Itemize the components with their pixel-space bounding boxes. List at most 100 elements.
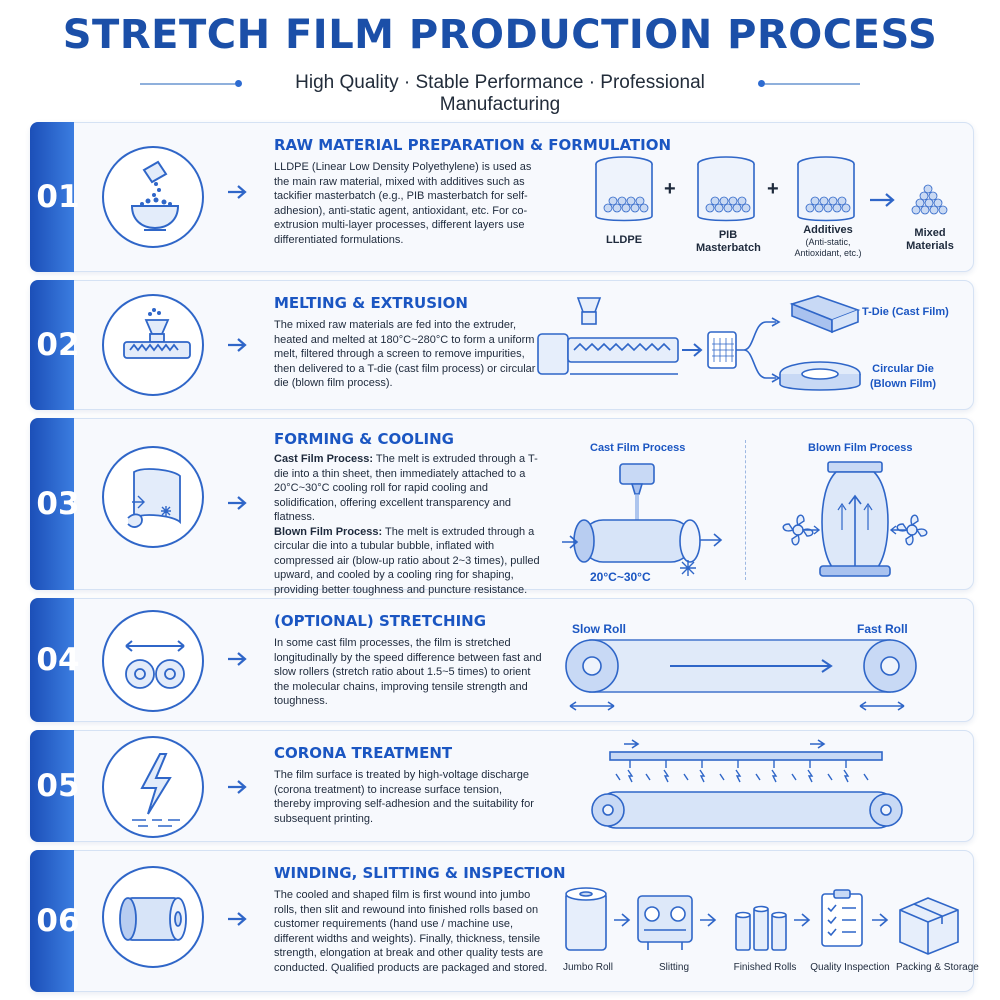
step-number: 05	[36, 768, 80, 804]
extruder-icon	[123, 308, 191, 359]
label-cast-film-process: Cast Film Process	[590, 442, 686, 454]
cast-film-label: Cast Film Process:	[274, 453, 374, 465]
finished-rolls-icon	[735, 905, 787, 951]
arrow-icon	[872, 913, 889, 927]
corona-diagram	[591, 739, 903, 829]
step-number-tab-02: 02	[30, 280, 80, 410]
step-icon-circle-06	[102, 866, 204, 968]
label-fast-roll: Fast Roll	[857, 622, 908, 636]
extruder-machine-icon	[537, 297, 679, 375]
label-circular-die: Circular Die (Blown Film)	[870, 363, 936, 390]
snowflake-icon	[680, 560, 696, 576]
step-title-06: WINDING, SLITTING & INSPECTION	[274, 864, 566, 882]
blown-film-label: Blown Film Process:	[274, 525, 383, 538]
label-additives: Additives	[803, 224, 853, 236]
label-cooling-temperature: 20°C~30°C	[590, 570, 651, 584]
arrow-icon	[794, 913, 811, 927]
step-number: 02	[36, 327, 80, 363]
step-number-tab-06: 06	[30, 850, 80, 992]
arrow-icon	[700, 913, 717, 927]
powder-bowl-icon	[130, 160, 180, 231]
label-t-die: T-Die (Cast Film)	[862, 306, 949, 318]
step-number-tab-04: 04	[30, 598, 80, 722]
label-pib-masterbatch: PIB Masterbatch	[696, 229, 761, 254]
step-title-02: MELTING & EXTRUSION	[274, 294, 468, 312]
plus-sign: +	[664, 178, 676, 200]
step-number-tab-01: 01	[30, 122, 80, 272]
process-divider	[745, 440, 746, 580]
electrode-bar	[609, 751, 883, 761]
arrow-icon	[870, 193, 895, 207]
label-additives-note: (Anti-static, Antioxidant, etc.)	[794, 237, 862, 258]
finishing-diagram	[565, 887, 959, 955]
package-box-icon	[899, 897, 959, 955]
film-sheet-icon	[127, 468, 181, 528]
blown-film-text: The melt is extruded through a circular …	[274, 525, 540, 596]
cooling-roll-icon	[573, 519, 701, 563]
label-slow-roll: Slow Roll	[572, 622, 626, 636]
lightning-icon	[132, 753, 180, 827]
arrow-icon	[228, 652, 247, 666]
label-quality-inspection: Quality Inspection	[810, 962, 890, 973]
cooling-ring-icon	[819, 565, 891, 577]
subtitle-dot-left	[235, 80, 242, 87]
film-roll-icon	[119, 897, 187, 941]
extrusion-diagram	[537, 295, 861, 391]
arrow-icon	[228, 780, 247, 794]
subtitle-dot-right	[758, 80, 765, 87]
arrow-icon	[228, 338, 247, 352]
label-packing-storage: Packing & Storage	[896, 962, 979, 973]
step-number-tab-05: 05	[30, 730, 80, 842]
cast-film-text: The melt is extruded through a T-die int…	[274, 453, 538, 523]
step-number: 06	[36, 903, 80, 939]
jumbo-roll-icon	[565, 887, 607, 951]
label-blown-film-process: Blown Film Process	[808, 442, 913, 454]
step-number: 04	[36, 642, 80, 678]
label-lldpe: LLDPE	[605, 234, 643, 246]
step-icon-circle-01	[102, 146, 204, 248]
step-description-05: The film surface is treated by high-volt…	[274, 769, 534, 825]
subtitle-divider-left	[140, 83, 235, 85]
t-die-icon	[619, 463, 655, 485]
label-slitting: Slitting	[658, 962, 689, 973]
cast-film-diagram	[562, 463, 723, 563]
step-description-03: Cast Film Process: The melt is extruded …	[274, 452, 544, 597]
label-finished-rolls: Finished Rolls	[733, 962, 797, 973]
header: STRETCH FILM PRODUCTION PROCESS High Qua…	[0, 0, 1000, 115]
arrow-icon	[682, 343, 703, 357]
label-mixed-materials: Mixed Materials	[906, 227, 954, 252]
rollers-icon	[125, 640, 185, 689]
label-jumbo-roll: Jumbo Roll	[562, 962, 614, 973]
clipboard-checklist-icon	[821, 889, 863, 947]
step-title-04: (OPTIONAL) STRETCHING	[274, 612, 487, 630]
step-title-03: FORMING & COOLING	[274, 430, 454, 448]
t-die-icon	[789, 295, 861, 334]
step-description-01: LLDPE (Linear Low Density Polyethylene) …	[274, 161, 532, 246]
circular-die-icon	[779, 361, 861, 391]
step-number: 01	[36, 179, 80, 215]
step-icon-circle-02	[102, 294, 204, 396]
plus-sign: +	[767, 178, 779, 200]
film-roller	[597, 791, 897, 829]
step-number-tab-03: 03	[30, 418, 80, 590]
arrow-icon	[228, 496, 247, 510]
step-description-04: In some cast film processes, the film is…	[274, 637, 542, 707]
subtitle-row: High Quality · Stable Performance · Prof…	[140, 70, 860, 115]
page-title: STRETCH FILM PRODUCTION PROCESS	[62, 12, 938, 58]
step-icon-circle-05	[102, 736, 204, 838]
subtitle-divider-right	[765, 83, 860, 85]
blown-film-diagram	[782, 461, 928, 577]
arrow-icon	[614, 913, 631, 927]
arrow-icon	[228, 912, 247, 926]
step-description-06: The cooled and shaped film is first woun…	[274, 889, 548, 974]
stretching-diagram	[565, 639, 917, 711]
step-icon-circle-03	[102, 446, 204, 548]
arrow-icon	[228, 185, 247, 199]
step-title-05: CORONA TREATMENT	[274, 744, 453, 762]
filter-screen-icon	[707, 331, 737, 369]
step-description-02: The mixed raw materials are fed into the…	[274, 319, 536, 389]
page-subtitle: High Quality · Stable Performance · Prof…	[295, 72, 705, 115]
slitting-machine-icon	[637, 895, 693, 950]
step-icon-circle-04	[102, 610, 204, 712]
materials-diagram	[595, 156, 948, 222]
